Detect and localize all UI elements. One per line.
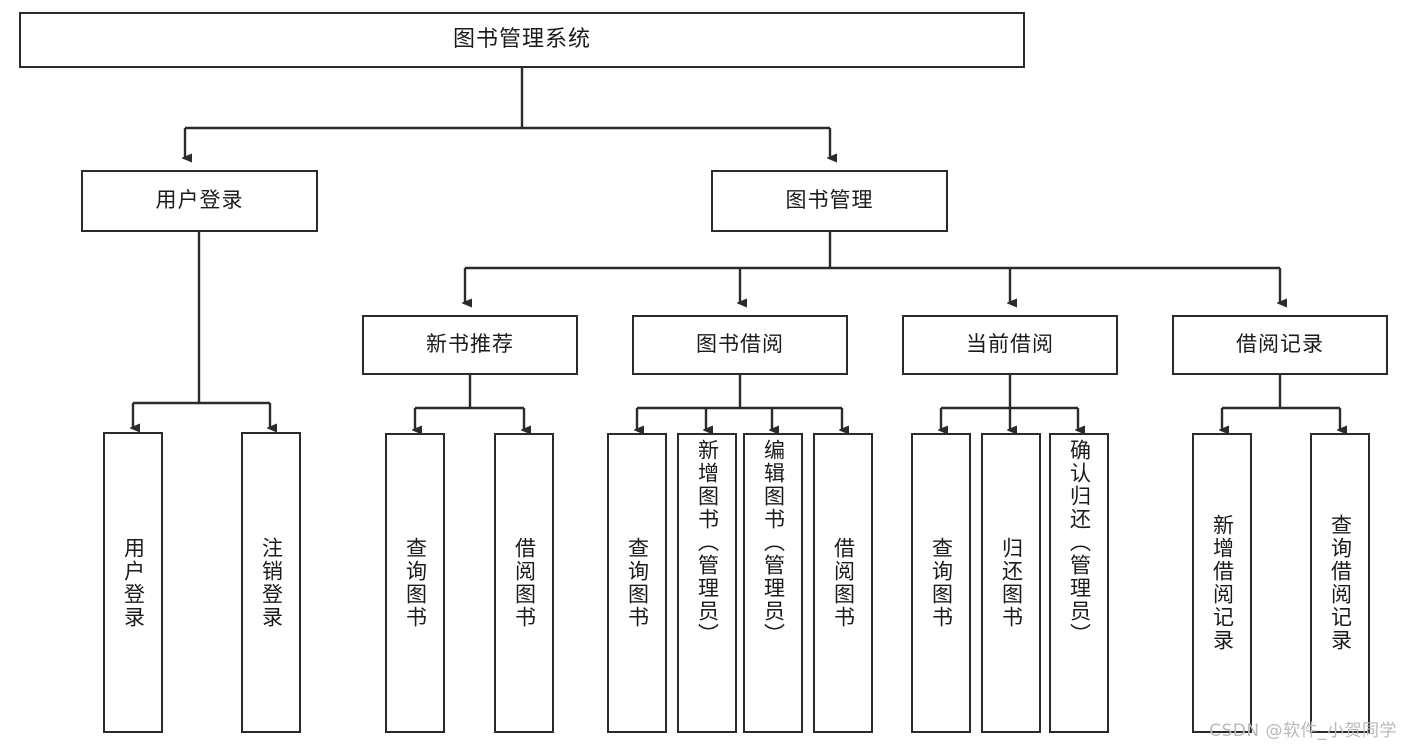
node-new-book-recommend[interactable]: 新书推荐: [362, 315, 578, 375]
leaf-return-book[interactable]: 归还图书: [981, 433, 1041, 733]
node-user-login[interactable]: 用户登录: [81, 170, 318, 232]
leaf-label: 借阅图书: [512, 537, 537, 629]
node-book-management[interactable]: 图书管理: [711, 170, 948, 232]
leaf-label: 新增图书（管理员）: [695, 439, 720, 646]
leaf-body: 查询图书: [387, 435, 443, 731]
leaf-query-book-newbook[interactable]: 查询图书: [385, 433, 445, 733]
leaf-edit-book-admin[interactable]: 编辑图书（管理员）: [743, 433, 803, 733]
leaf-query-book-current[interactable]: 查询图书: [911, 433, 971, 733]
leaf-body: 新增图书（管理员）: [679, 435, 735, 735]
leaf-borrow-book[interactable]: 借阅图书: [813, 433, 873, 733]
leaf-body: 查询图书: [609, 435, 665, 731]
leaf-query-book-borrow[interactable]: 查询图书: [607, 433, 667, 733]
leaf-body: 编辑图书（管理员）: [745, 435, 801, 735]
leaf-body: 查询图书: [913, 435, 969, 731]
leaf-label: 用户登录: [121, 536, 146, 629]
leaf-label: 注销登录: [259, 536, 284, 629]
leaf-label: 归还图书: [999, 537, 1024, 629]
leaf-label: 新增借阅记录: [1210, 514, 1235, 652]
node-root-system[interactable]: 图书管理系统: [19, 12, 1025, 68]
leaf-query-borrow-record[interactable]: 查询借阅记录: [1310, 433, 1370, 733]
leaf-label: 查询图书: [929, 537, 954, 629]
leaf-borrow-book-newbook[interactable]: 借阅图书: [494, 433, 554, 733]
leaf-body: 用户登录: [105, 434, 161, 731]
leaf-add-borrow-record[interactable]: 新增借阅记录: [1192, 433, 1252, 733]
node-current-borrow[interactable]: 当前借阅: [902, 315, 1118, 375]
leaf-logout[interactable]: 注销登录: [241, 432, 301, 733]
csdn-watermark: CSDN @软件_小贺同学: [1209, 721, 1397, 741]
node-book-borrow[interactable]: 图书借阅: [632, 315, 848, 375]
leaf-body: 注销登录: [243, 434, 299, 731]
leaf-label: 查询图书: [403, 537, 428, 629]
leaf-label: 查询图书: [625, 537, 650, 629]
leaf-body: 借阅图书: [815, 435, 871, 731]
node-borrow-record[interactable]: 借阅记录: [1172, 315, 1388, 375]
leaf-body: 归还图书: [983, 435, 1039, 731]
leaf-confirm-return-admin[interactable]: 确认归还（管理员）: [1049, 433, 1109, 733]
leaf-label: 查询借阅记录: [1328, 514, 1353, 652]
leaf-label: 编辑图书（管理员）: [761, 439, 786, 646]
leaf-body: 新增借阅记录: [1194, 435, 1250, 731]
leaf-body: 查询借阅记录: [1312, 435, 1368, 731]
leaf-add-book-admin[interactable]: 新增图书（管理员）: [677, 433, 737, 733]
leaf-body: 确认归还（管理员）: [1051, 435, 1107, 735]
leaf-body: 借阅图书: [496, 435, 552, 731]
leaf-label: 确认归还（管理员）: [1067, 439, 1092, 646]
leaf-user-login[interactable]: 用户登录: [103, 432, 163, 733]
leaf-label: 借阅图书: [831, 537, 856, 629]
